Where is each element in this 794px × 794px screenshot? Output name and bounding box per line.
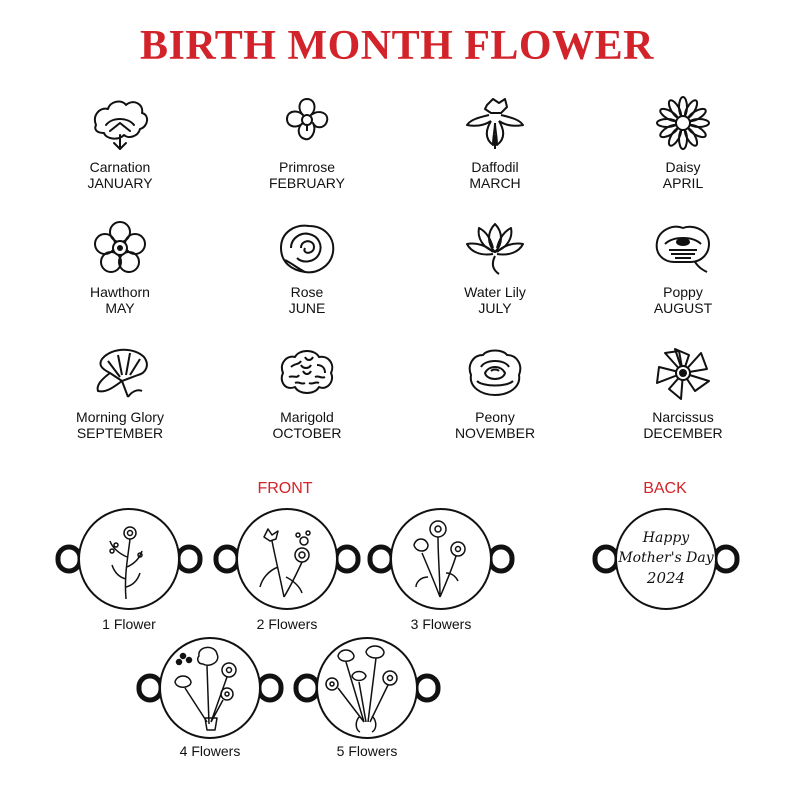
- charm-label: 1 Flower: [102, 616, 156, 632]
- month-cell-february: Primrose FEBRUARY: [232, 95, 382, 191]
- month-name: APRIL: [662, 175, 704, 191]
- peony-icon: [468, 349, 522, 396]
- month-name: DECEMBER: [643, 425, 723, 441]
- charm-label: 4 Flowers: [179, 743, 241, 759]
- month-cell-june: Rose JUNE: [232, 220, 382, 316]
- carnation-icon: [94, 100, 148, 150]
- rose-icon: [280, 224, 335, 274]
- charm-label: 2 Flowers: [256, 616, 318, 632]
- back-label: BACK: [643, 480, 687, 497]
- primrose-icon: [286, 98, 329, 141]
- flower-name: Marigold: [280, 409, 334, 425]
- poppy-icon: [655, 225, 710, 273]
- month-name: FEBRUARY: [269, 175, 345, 191]
- charm-3-flowers[interactable]: [366, 507, 516, 613]
- back-line-2: Mother's Day: [617, 550, 714, 566]
- flower-name: Water Lily: [464, 284, 526, 300]
- month-cell-october: Marigold OCTOBER: [232, 345, 382, 441]
- month-cell-may: Hawthorn MAY: [45, 220, 195, 316]
- charm-1-flower[interactable]: [54, 507, 204, 613]
- month-cell-january: Carnation JANUARY: [45, 95, 195, 191]
- morning-glory-icon: [96, 348, 148, 398]
- flower-name: Morning Glory: [76, 409, 164, 425]
- charm-4-flowers[interactable]: [135, 636, 285, 742]
- flower-name: Hawthorn: [90, 284, 150, 300]
- month-cell-september: Morning Glory SEPTEMBER: [45, 345, 195, 441]
- marigold-icon: [280, 350, 334, 394]
- front-label: FRONT: [257, 480, 313, 497]
- month-cell-august: Poppy AUGUST: [608, 220, 758, 316]
- water-lily-icon: [466, 223, 524, 275]
- flower-name: Daisy: [665, 159, 701, 175]
- narcissus-icon: [656, 348, 710, 400]
- charm-label: 3 Flowers: [410, 616, 472, 632]
- daisy-icon: [656, 96, 710, 150]
- flower-name: Rose: [290, 284, 324, 300]
- flower-name: Poppy: [663, 284, 703, 300]
- month-name: NOVEMBER: [454, 425, 536, 441]
- back-line-1: Happy: [642, 530, 690, 546]
- page-title: BIRTH MONTH FLOWER: [140, 23, 654, 69]
- charm-back[interactable]: Happy Mother's Day 2024: [591, 507, 741, 613]
- month-name: MAY: [105, 300, 135, 316]
- month-cell-march: Daffodil MARCH: [420, 95, 570, 191]
- month-cell-july: Water Lily JULY: [420, 220, 570, 316]
- month-name: JANUARY: [87, 175, 153, 191]
- month-name: AUGUST: [653, 300, 713, 316]
- flower-name: Daffodil: [471, 159, 519, 175]
- hawthorn-icon: [94, 221, 146, 273]
- charm-2-flowers[interactable]: [212, 507, 362, 613]
- flower-name: Primrose: [278, 159, 335, 175]
- daffodil-icon: [466, 98, 524, 149]
- month-name: JULY: [478, 300, 512, 316]
- flower-name: Narcissus: [652, 409, 714, 425]
- month-name: SEPTEMBER: [76, 425, 164, 441]
- back-line-3: 2024: [646, 569, 685, 587]
- month-name: MARCH: [469, 175, 521, 191]
- flower-name: Carnation: [89, 159, 151, 175]
- month-name: OCTOBER: [272, 425, 342, 441]
- month-cell-december: Narcissus DECEMBER: [608, 345, 758, 441]
- charm-label: 5 Flowers: [336, 743, 398, 759]
- charm-5-flowers[interactable]: [292, 636, 442, 742]
- month-cell-april: Daisy APRIL: [608, 95, 758, 191]
- month-name: JUNE: [288, 300, 326, 316]
- flower-name: Peony: [475, 409, 515, 425]
- month-cell-november: Peony NOVEMBER: [420, 345, 570, 441]
